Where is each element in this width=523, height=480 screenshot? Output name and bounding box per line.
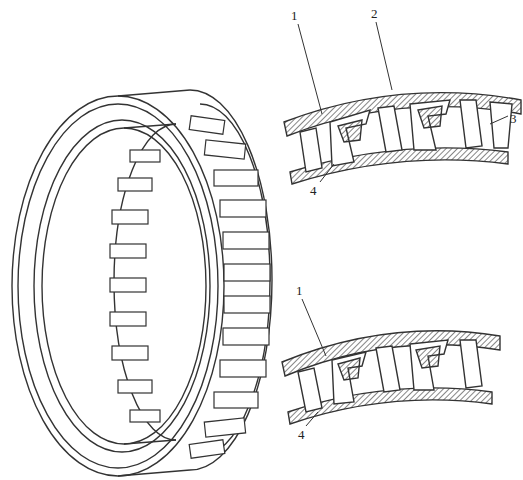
- callout-number: 4: [310, 184, 317, 197]
- callout-number: 3: [510, 112, 517, 125]
- cage-windows: [110, 116, 270, 459]
- bearing-ring: [12, 90, 272, 476]
- leader-lines: [298, 22, 508, 426]
- callout-number: 1: [296, 284, 303, 297]
- callout-number: 1: [291, 9, 298, 22]
- section-bottom: [282, 331, 500, 424]
- callout-number: 4: [298, 428, 305, 441]
- callout-number: 2: [371, 7, 378, 20]
